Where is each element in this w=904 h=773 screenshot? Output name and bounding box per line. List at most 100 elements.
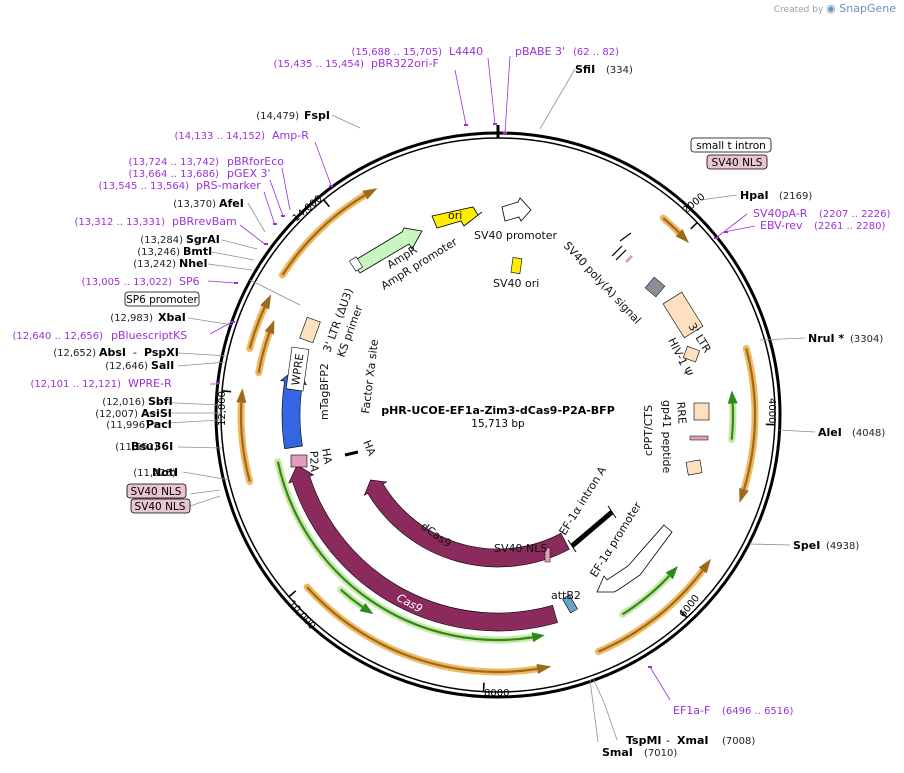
sv40-promoter-arrow — [502, 198, 531, 221]
primer-leader-12 — [724, 226, 755, 232]
site-sgrai-coord: (13,284) — [140, 235, 183, 246]
site-paci-coord: (11,996) — [106, 420, 149, 431]
primer-mark-7 — [234, 282, 238, 284]
box-sv40nls-left2-label: SV40 NLS — [135, 501, 186, 513]
site-leader-14 — [188, 318, 233, 325]
label-ha-2: HA — [360, 438, 378, 458]
sv40-polya-box — [645, 277, 665, 297]
site-xbai: XbaI — [158, 311, 186, 324]
primer-prsmarker: pRS-marker — [196, 179, 261, 192]
site-nhei-coord: (13,242) — [133, 259, 176, 270]
site-leader-0 — [540, 69, 575, 129]
site-leader-22 — [190, 496, 220, 506]
site-bsu36i: Bsu36I — [131, 440, 173, 453]
tick-label-14000: 14,000 — [291, 193, 325, 224]
ruler-tick-10000 — [289, 591, 296, 597]
tick-label-12000: 12,000 — [217, 391, 228, 426]
3ltr-du3-box — [300, 317, 321, 342]
site-fspi: FspI — [304, 109, 330, 122]
feature-arcs — [236, 188, 755, 674]
site-smai-coord: (7010) — [644, 748, 677, 759]
primer-mark-3 — [329, 185, 333, 187]
tick-label-8000: 8000 — [484, 688, 509, 699]
orf-arc-green-right — [732, 404, 733, 440]
primer-pbrrevbam-coord: (13,312 .. 13,331) — [75, 217, 166, 228]
site-nrui-coord: (3304) — [850, 334, 883, 345]
site-asisi: AsiSI — [141, 407, 172, 420]
label-ha-1: HA — [319, 447, 335, 465]
primer-pbabe3: pBABE 3' — [515, 45, 565, 58]
site-sgrai: SgrAI — [186, 233, 220, 246]
site-leader-15 — [208, 264, 252, 270]
site-leader-21 — [190, 490, 220, 494]
site-leader-8 — [178, 447, 222, 448]
label-sv40-ori: SV40 ori — [493, 277, 539, 290]
primer-prsmarker-coord: (13,545 .. 13,564) — [99, 181, 190, 192]
primer-leader-11 — [716, 214, 747, 238]
tick-label-10000: 10,000 — [286, 599, 318, 632]
small-t-intron-mark — [612, 233, 631, 260]
site-spei: SpeI — [793, 539, 820, 552]
primer-leader-3 — [315, 142, 331, 185]
rre-box — [694, 403, 709, 420]
site-spei-coord: (4938) — [826, 541, 859, 552]
site-alei-coord: (4048) — [852, 428, 885, 439]
primer-leader-0 — [505, 56, 510, 133]
primer-ampr-coord: (14,133 .. 14,152) — [175, 131, 266, 142]
site-hpai-coord: (2169) — [779, 191, 812, 202]
site-afei: AfeI — [219, 197, 244, 210]
label-p2a: P2A — [307, 451, 321, 473]
primer-mark-5 — [273, 223, 277, 225]
site-xmai: XmaI — [677, 734, 708, 747]
site-pspxi: PspXI — [144, 346, 179, 359]
primer-sv40pa-r-coord: (2207 .. 2226) — [819, 209, 891, 220]
primer-mark-4 — [281, 215, 285, 217]
primer-pbluescriptks-coord: (12,640 .. 12,656) — [13, 331, 104, 342]
primer-wprer-coord: (12,101 .. 12,121) — [31, 379, 122, 390]
site-absi: AbsI — [99, 346, 126, 359]
label-sv40-promoter: SV40 promoter — [474, 229, 558, 242]
site-sbfi: SbfI — [148, 395, 173, 408]
primer-l4440: L4440 — [449, 45, 483, 58]
p2a-box — [291, 455, 307, 467]
label-gp41: gp41 peptide — [660, 400, 673, 474]
primer-mark-9 — [216, 382, 220, 384]
label-cppt-cts: cPPT/CTS — [642, 405, 655, 456]
cppt-cts-box — [686, 460, 702, 475]
primer-ef1a-f-coord: (6496 .. 6516) — [722, 706, 794, 717]
snapgene-credit: Created by ◉ SnapGene — [774, 2, 896, 15]
snapgene-logo: ◉ SnapGene — [826, 2, 896, 15]
primer-leader-4 — [282, 168, 290, 210]
orf-arc-green-long-head — [532, 632, 545, 642]
orf-arc-left-small — [250, 307, 265, 348]
primer-mark-0 — [464, 124, 468, 126]
box-small-t-intron-label: small t intron — [696, 140, 766, 152]
box-sp6-promoter-label: SP6 promoter — [126, 294, 198, 306]
label-ef1a-intron: EF-1α intron A — [557, 464, 610, 538]
label-sv40-nls: SV40 NLS — [494, 542, 547, 555]
primer-leader-5 — [270, 180, 283, 216]
primer-pbrrevbam: pBRrevBam — [172, 215, 237, 228]
gp41-box — [690, 436, 708, 440]
orf-arc-right-upper — [663, 218, 679, 233]
primer-pbr322ori-coord: (15,435 .. 15,454) — [274, 59, 365, 70]
site-leader-19 — [332, 115, 360, 128]
site-xmai-coord: (7008) — [722, 736, 755, 747]
credit-prefix: Created by — [774, 5, 824, 15]
site-leader-17 — [222, 240, 257, 249]
site-leader-3 — [779, 430, 815, 432]
site-sbfi-coord: (12,016) — [102, 397, 145, 408]
site-sali: SalI — [151, 359, 174, 372]
primer-ebv-rev: EBV-rev — [760, 219, 803, 232]
label-sv40-polya: SV40 poly(A) signal — [561, 239, 644, 326]
ha-mark — [345, 452, 358, 455]
site-afei-coord: (13,370) — [173, 199, 216, 210]
site-xbai-coord: (12,983) — [110, 313, 153, 324]
site-nrui: NruI * — [808, 332, 844, 345]
primer-mark-1 — [493, 123, 497, 125]
primer-pbr322ori: pBR322ori-F — [371, 57, 439, 70]
primer-leader-1 — [488, 58, 495, 124]
site-sfii: SfiI — [575, 63, 595, 76]
site-noti: NotI — [152, 466, 178, 479]
